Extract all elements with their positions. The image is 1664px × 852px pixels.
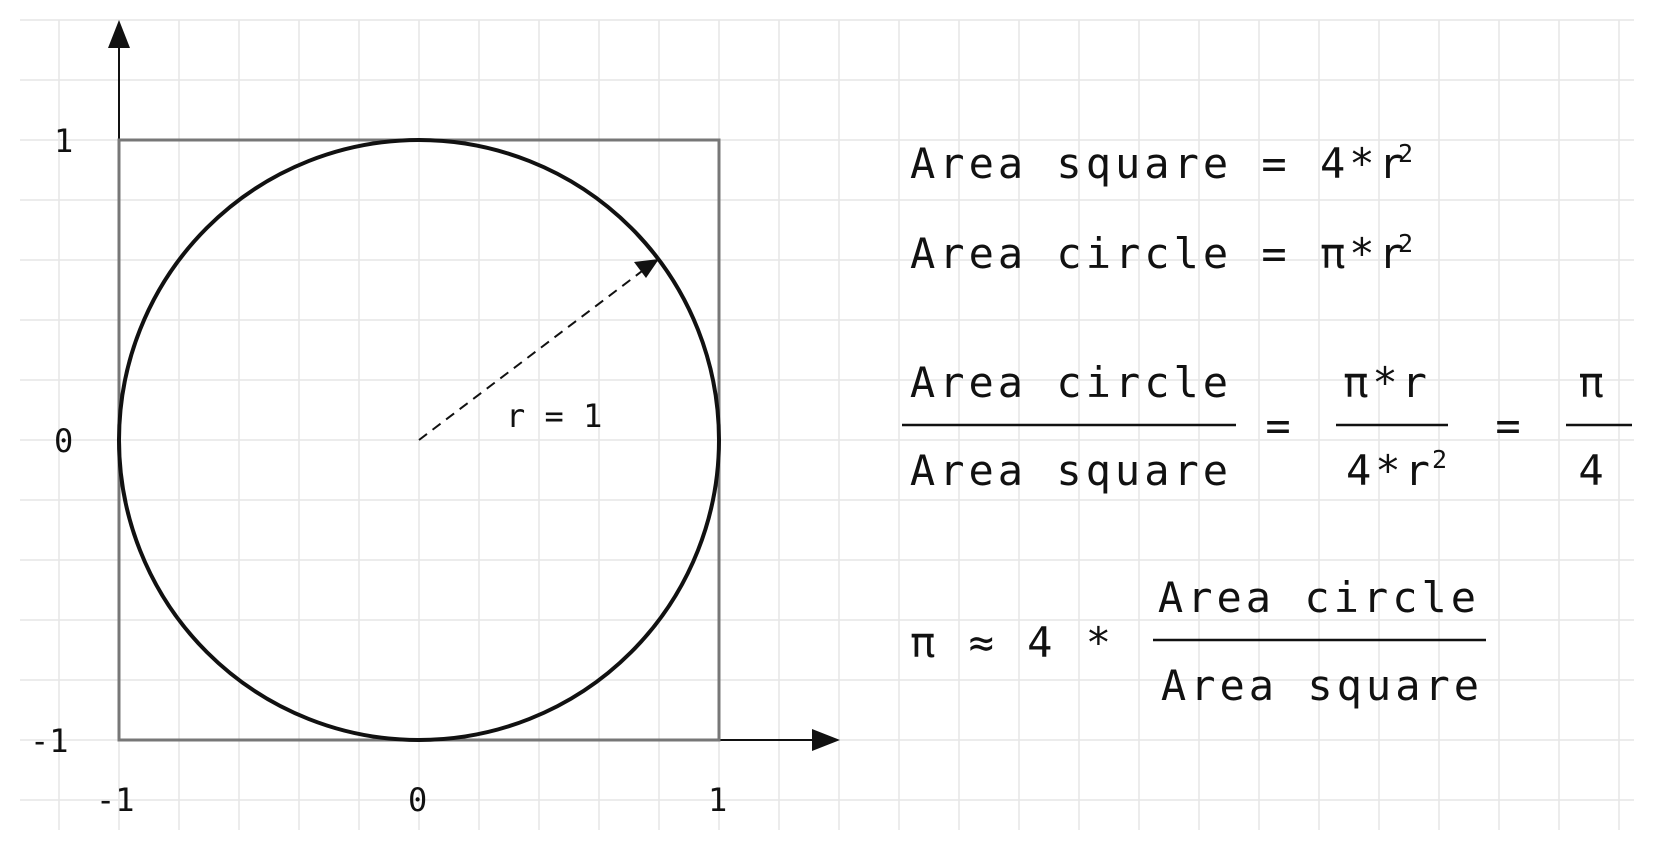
unit-circle <box>117 138 721 742</box>
ratio-denominator-2-exponent: 2 <box>1432 445 1447 474</box>
equation-area-circle: Area circle = π*r 2 <box>910 229 1413 278</box>
equation-area-circle-exponent: 2 <box>1398 229 1413 258</box>
ratio-denominator-3: 4 <box>1578 446 1607 495</box>
x-tick-label: 0 <box>408 781 427 819</box>
x-axis-arrowhead <box>812 729 840 751</box>
equation-ratio: Area circle Area square = π*r 4*r 2 = π … <box>902 358 1632 495</box>
ratio-numerator-3: π <box>1578 358 1607 407</box>
equation-area-circle-text: Area circle = π*r <box>910 229 1408 278</box>
equals-sign: = <box>1265 401 1294 450</box>
x-tick-label: 1 <box>708 781 727 819</box>
x-tick-label: -1 <box>96 781 135 819</box>
ratio-numerator-2: π*r <box>1343 358 1431 407</box>
equals-sign: = <box>1495 401 1524 450</box>
axes <box>108 20 840 751</box>
equation-pi-estimate: π ≈ 4 * Area circle Area square <box>910 573 1486 710</box>
pi-estimate-lhs: π ≈ 4 * <box>910 618 1115 667</box>
ratio-denominator-2: 4*r <box>1346 446 1434 495</box>
equation-area-square-text: Area square = 4*r <box>910 139 1408 188</box>
ratio-denominator-1: Area square <box>910 446 1232 495</box>
pi-estimate-denominator: Area square <box>1161 661 1483 710</box>
y-tick-label: 1 <box>54 122 73 160</box>
equation-area-square-exponent: 2 <box>1398 139 1413 168</box>
radius-arrow <box>418 261 655 441</box>
equation-area-square: Area square = 4*r 2 <box>910 139 1413 188</box>
pi-estimate-numerator: Area circle <box>1158 573 1480 622</box>
y-tick-label: 0 <box>54 422 73 460</box>
radius-arrowhead <box>634 259 659 278</box>
ratio-numerator-1: Area circle <box>910 358 1232 407</box>
radius-label: r = 1 <box>506 397 602 435</box>
y-axis-arrowhead <box>108 20 130 48</box>
y-tick-label: -1 <box>30 722 69 760</box>
